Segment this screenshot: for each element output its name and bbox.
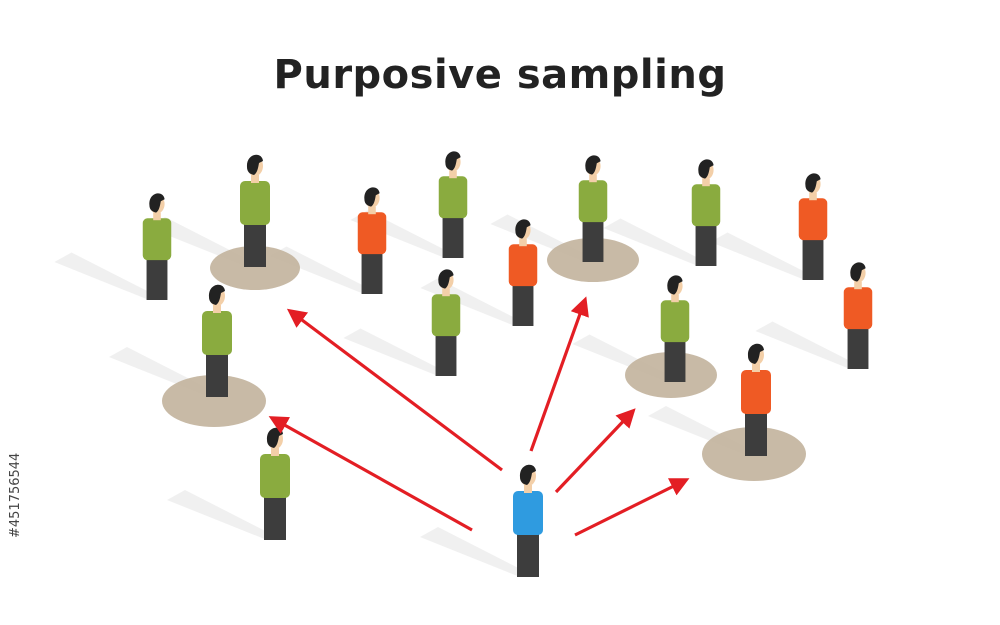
arrow-to-person-11 — [554, 408, 636, 494]
hair — [850, 262, 866, 282]
neck — [671, 294, 679, 303]
hair — [246, 154, 263, 175]
legs — [264, 496, 286, 540]
shirt — [357, 212, 387, 255]
neck — [449, 170, 457, 179]
hair — [747, 343, 764, 364]
shadow-person-3 — [269, 246, 380, 294]
shadow-person-7 — [603, 218, 714, 266]
shirt — [260, 454, 290, 498]
person-figure — [578, 155, 608, 262]
hair — [805, 173, 821, 193]
person-figure — [843, 262, 873, 369]
neck — [213, 305, 221, 313]
neck — [752, 364, 760, 372]
selection-disc-person-2 — [210, 246, 300, 290]
hair — [364, 187, 380, 207]
shadow-person-8 — [710, 232, 821, 280]
person-figure — [508, 219, 538, 326]
person-figure — [142, 193, 172, 300]
person-figure — [741, 343, 771, 456]
shirt — [741, 370, 771, 414]
legs — [517, 533, 539, 577]
person-figure — [240, 154, 270, 267]
person-figure — [431, 269, 461, 376]
arrow-to-person-13 — [574, 478, 690, 537]
researcher-figure — [513, 464, 543, 577]
neck — [524, 485, 532, 493]
shirt — [843, 287, 873, 330]
shirt — [431, 294, 461, 337]
legs — [847, 327, 869, 369]
neck — [809, 192, 817, 201]
legs — [512, 284, 534, 326]
hair — [585, 155, 601, 175]
legs — [745, 412, 767, 456]
legs — [361, 252, 383, 294]
neck — [271, 448, 279, 456]
hair — [445, 151, 461, 171]
neck — [368, 206, 376, 215]
legs — [582, 220, 604, 262]
person-figure — [260, 427, 290, 540]
person-figure — [357, 187, 387, 294]
neck — [702, 178, 710, 187]
hair — [519, 464, 536, 485]
shirt — [240, 181, 270, 225]
shirt — [513, 491, 543, 535]
legs — [146, 258, 168, 300]
shirt — [508, 244, 538, 287]
person-figure — [798, 173, 828, 280]
neck — [589, 174, 597, 183]
selection-highlights-layer — [162, 238, 806, 481]
person-figure — [202, 284, 232, 397]
diagram-title: Purposive sampling — [273, 52, 727, 98]
shadow-person-12 — [755, 321, 866, 369]
shirt — [691, 184, 721, 227]
neck — [519, 238, 527, 247]
hair — [515, 219, 531, 239]
arrows-layer — [268, 296, 690, 537]
hair — [667, 275, 683, 295]
person-figure — [691, 159, 721, 266]
shirt — [578, 180, 608, 223]
shirt — [438, 176, 468, 219]
hair — [698, 159, 714, 179]
shadow-person-9 — [343, 328, 454, 376]
shadow-person-1 — [54, 252, 165, 300]
neck — [251, 175, 259, 183]
legs — [244, 223, 266, 267]
legs — [664, 340, 686, 382]
shadow-person-14 — [167, 490, 283, 540]
person-figure — [438, 151, 468, 258]
legs — [442, 216, 464, 258]
hair — [149, 193, 165, 213]
hair — [438, 269, 454, 289]
arrow-to-person-2 — [286, 308, 503, 472]
legs — [695, 224, 717, 266]
legs — [435, 334, 457, 376]
shirt — [142, 218, 172, 261]
neck — [153, 212, 161, 221]
shirt — [202, 311, 232, 355]
selection-disc-person-10 — [162, 375, 266, 427]
arrow-to-person-5 — [529, 296, 589, 452]
neck — [854, 281, 862, 290]
hair — [208, 284, 225, 305]
shirt — [660, 300, 690, 343]
person-figure — [660, 275, 690, 382]
shirt — [798, 198, 828, 241]
shadow-researcher — [420, 527, 536, 577]
legs — [802, 238, 824, 280]
legs — [206, 353, 228, 397]
arrow-to-person-10 — [268, 416, 473, 532]
neck — [442, 288, 450, 297]
